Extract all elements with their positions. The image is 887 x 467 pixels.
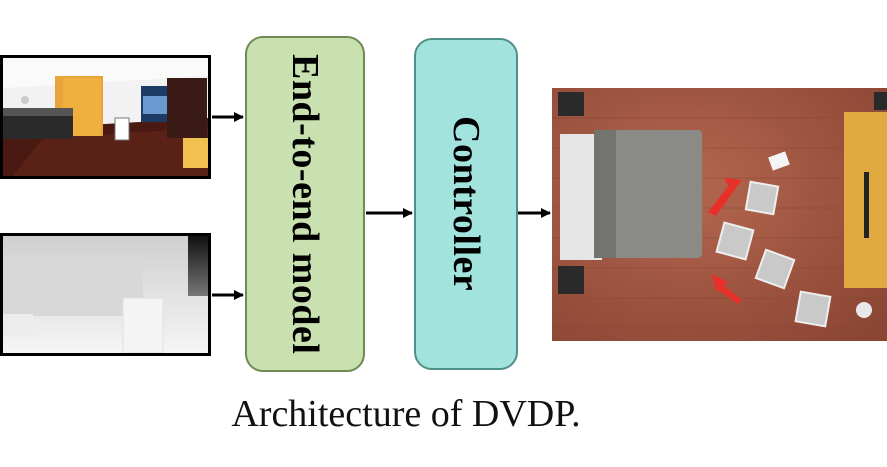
top-down-scene-graphic <box>552 88 887 341</box>
end-to-end-model-block: End-to-end model <box>245 36 365 372</box>
depth-input-image <box>0 233 211 356</box>
red-marker-head-1 <box>724 178 742 192</box>
depth-scene-graphic <box>3 236 208 353</box>
red-marker-arrow-2 <box>718 284 742 304</box>
rgb-input-image <box>0 55 211 179</box>
controller-label: Controller <box>445 116 487 292</box>
figure-caption: Architecture of DVDP. <box>231 393 581 435</box>
red-marker-head-2 <box>712 274 728 292</box>
red-marker-arrow-1 <box>708 184 736 216</box>
end-to-end-model-label: End-to-end model <box>284 53 326 355</box>
controller-block: Controller <box>414 38 518 370</box>
output-scene-image <box>552 88 887 341</box>
rgb-scene-graphic <box>3 58 208 176</box>
